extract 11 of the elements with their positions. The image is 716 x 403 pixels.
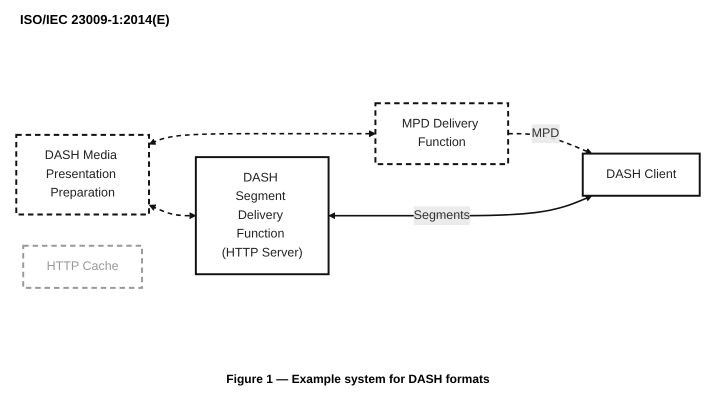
edge-label: Segments (414, 209, 470, 222)
edge-label: MPD (532, 127, 560, 140)
header-text: ISO/IEC 23009-1:2014(E) (20, 12, 170, 27)
node-box: DASH Client (582, 153, 701, 198)
arrow (148, 204, 196, 220)
node-box: DASH Media Presentation Preparation (15, 134, 150, 216)
node-box: MPD Delivery Function (374, 102, 510, 166)
node-box: HTTP Cache (22, 245, 144, 290)
node-box: DASH Segment Delivery Function (HTTP Server) (194, 156, 330, 276)
arrow (148, 130, 376, 146)
figure-caption: Figure 1 — Example system for DASH formats (225, 372, 491, 386)
